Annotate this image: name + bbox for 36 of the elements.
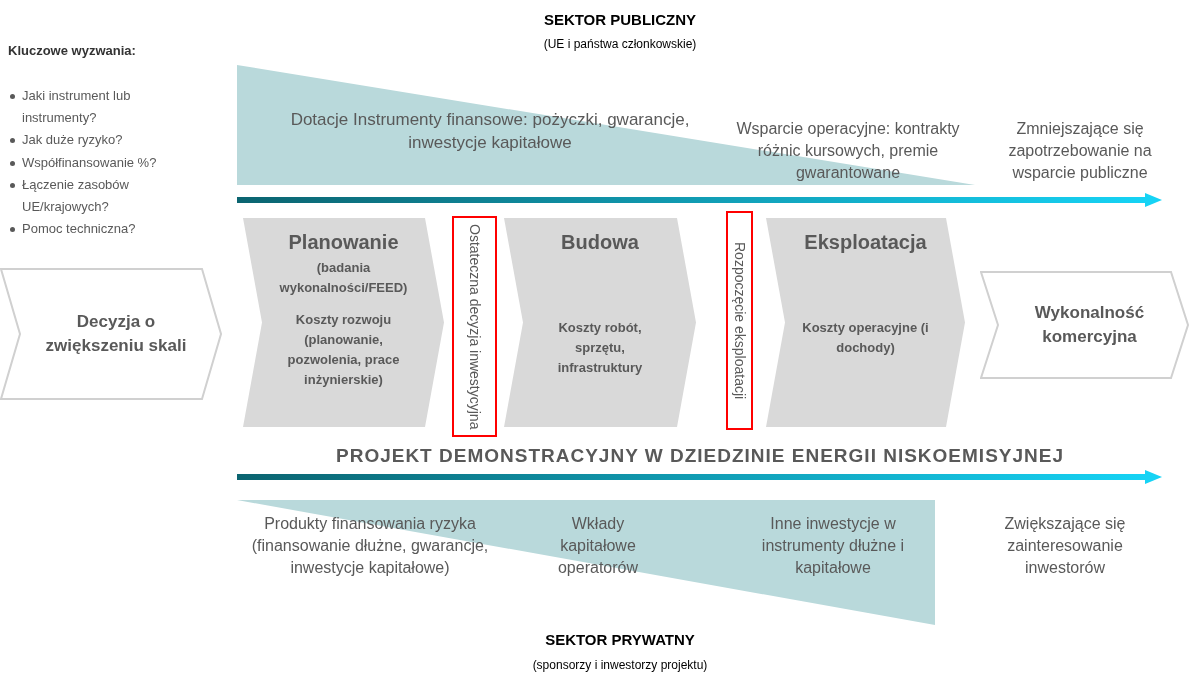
stage-title: Wykonalność komercyjna [1033,302,1146,348]
stage-title: Budowa [561,231,639,254]
heading: Kluczowe wyzwania: [8,42,137,60]
chevron-shape [242,217,445,428]
bullet-item: Pomoc techniczna? [8,218,202,240]
stage-description: (badania wykonalności/FEED) [278,259,409,297]
bullet-item: Łączenie zasobów UE/krajowych? [8,174,202,218]
annotation: Wsparcie operacyjne: kontrakty różnic kursowych, premie gwarantowane [735,119,961,183]
bullet-item: Jaki instrument lub instrumenty? [8,85,202,129]
subheading: (sponsorzy i inwestorzy projektu) [531,657,709,673]
milestone-label: Ostateczna decyzja inwestycyjna [466,223,483,430]
annotation: Produkty finansowania ryzyka (finansowanie dłużne, gwarancje, inwestycje kapitałowe) [250,514,490,578]
subheading: (UE i państwa członkowskie) [542,36,698,52]
annotation: Wkłady kapitałowe operatorów [556,514,639,578]
stage-description: Koszty robót, sprzętu, infrastruktury [556,319,644,377]
annotation: Dotacje Instrumenty finansowe: pożyczki, gwarancje, inwestycje kapitałowe [290,109,690,154]
stage-description: Koszty rozwoju (planowanie, pozwolenia, prace inżynierskie) [286,311,401,389]
stage-title: Planowanie [288,231,399,254]
milestone-box [726,211,753,430]
banner-text: PROJEKT DEMONSTRACYJNY W DZIEDZINIE ENERGII NISKOEMISYJNEJ [335,444,1065,468]
milestone-box [452,216,497,437]
heading: SEKTOR PRYWATNY [544,630,696,650]
chevron-shape [765,217,966,428]
heading: SEKTOR PUBLICZNY [542,10,698,30]
annotation: Inne inwestycje w instrumenty dłużne i kapitałowe [760,514,906,578]
stage-description: Koszty operacyjne (i dochody) [801,319,930,357]
chevron-shape [980,271,1189,379]
stage-title: Decyzja o zwiększeniu skali [44,311,188,357]
chevron-shape [0,268,222,400]
chevron-shape [503,217,697,428]
bullet-item: Współfinansowanie %? [8,152,202,174]
milestone-label: Rozpoczęcie eksploatacji [731,241,748,400]
bullet-item: Jak duże ryzyko? [8,129,202,151]
annotation: Zwiększające się zainteresowanie inwestorów [1003,514,1127,578]
stage-title: Eksploatacja [804,231,927,254]
annotation: Zmniejszające się zapotrzebowanie na wsparcie publiczne [1007,119,1153,183]
